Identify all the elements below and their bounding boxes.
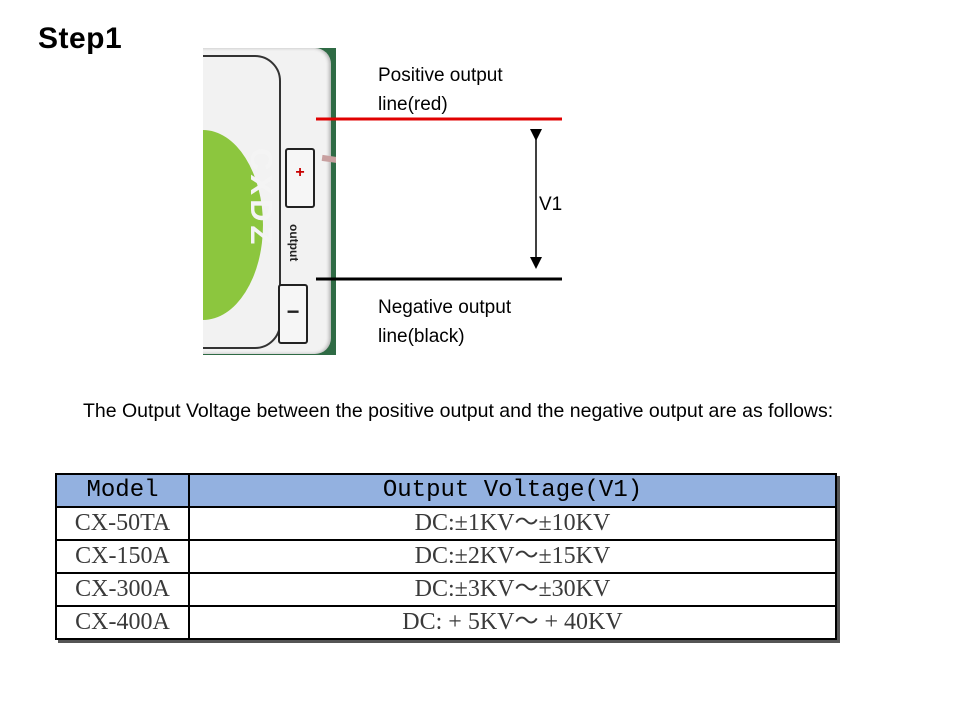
logo-text: CXDZ (244, 148, 279, 249)
model-cell: CX-300A (55, 572, 190, 607)
step-title: Step1 (38, 22, 123, 55)
positive-terminal-symbol: + (295, 164, 305, 181)
voltage-cell: DC: + 5KV～ + 40KV (188, 605, 837, 640)
negative-label-line2: line(black) (378, 326, 465, 347)
model-cell: CX-50TA (55, 506, 190, 541)
negative-line-label: Negative output line(black) (378, 293, 511, 351)
positive-line-label: Positive output line(red) (378, 61, 503, 119)
positive-label-line1: Positive output (378, 65, 503, 86)
voltage-cell: DC:±3KV～±30KV (188, 572, 837, 607)
module-photo: CXDZ + output − (203, 48, 336, 355)
positive-label-line2: line(red) (378, 94, 448, 115)
table-row: CX-50TA DC:±1KV～±10KV (55, 506, 837, 541)
table-row: CX-150A DC:±2KV～±15KV (55, 539, 837, 574)
module-outline (203, 55, 281, 349)
negative-terminal: − (278, 284, 308, 344)
voltage-cell: DC:±1KV～±10KV (188, 506, 837, 541)
header-model: Model (55, 473, 190, 508)
intro-text: The Output Voltage between the positive … (83, 400, 834, 422)
voltage-table: Model Output Voltage(V1) CX-50TA DC:±1KV… (55, 473, 837, 640)
voltage-label: V1 (539, 194, 563, 215)
model-cell: CX-400A (55, 605, 190, 640)
voltage-cell: DC:±2KV～±15KV (188, 539, 837, 574)
negative-terminal-symbol: − (286, 299, 300, 324)
output-terminal-label: output (287, 224, 301, 262)
table-row: CX-300A DC:±3KV～±30KV (55, 572, 837, 607)
table-header-row: Model Output Voltage(V1) (55, 473, 837, 508)
negative-label-line1: Negative output (378, 297, 512, 318)
header-output-voltage: Output Voltage(V1) (188, 473, 837, 508)
table-row: CX-400A DC: + 5KV～ + 40KV (55, 605, 837, 640)
model-cell: CX-150A (55, 539, 190, 574)
positive-terminal: + (285, 148, 315, 208)
